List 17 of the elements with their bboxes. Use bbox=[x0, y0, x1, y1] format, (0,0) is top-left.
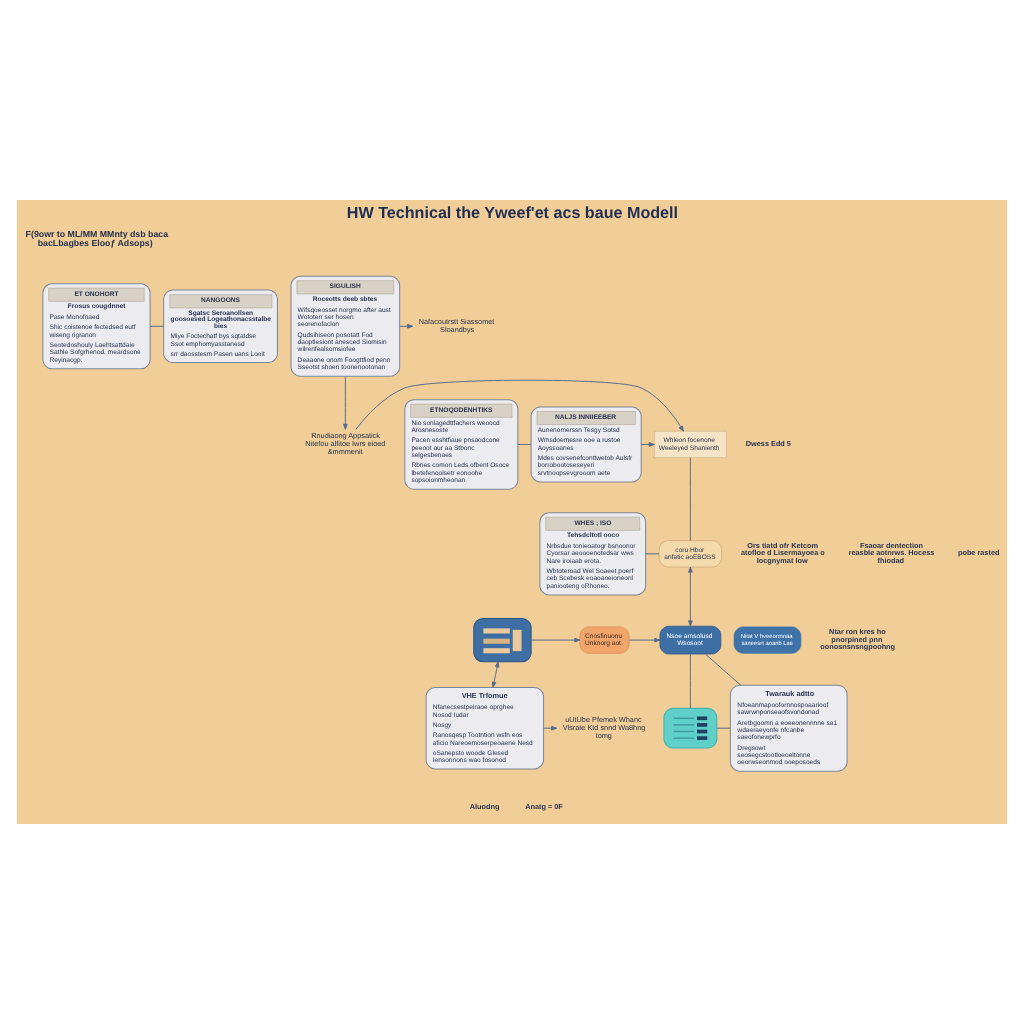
arrow bbox=[530, 637, 581, 643]
arrow bbox=[343, 376, 348, 430]
connector bbox=[149, 325, 164, 327]
arrow bbox=[491, 661, 500, 688]
arrow bbox=[640, 442, 655, 447]
arrow bbox=[628, 637, 661, 643]
connector bbox=[517, 444, 532, 445]
arrow bbox=[355, 379, 684, 432]
connector bbox=[689, 457, 691, 542]
node-picture bbox=[473, 617, 532, 663]
connector bbox=[645, 553, 660, 555]
arrow bbox=[688, 566, 693, 627]
connector bbox=[705, 653, 742, 686]
node-picture bbox=[663, 707, 718, 749]
connector bbox=[716, 727, 731, 729]
connector bbox=[689, 653, 691, 709]
arrow bbox=[399, 324, 414, 329]
